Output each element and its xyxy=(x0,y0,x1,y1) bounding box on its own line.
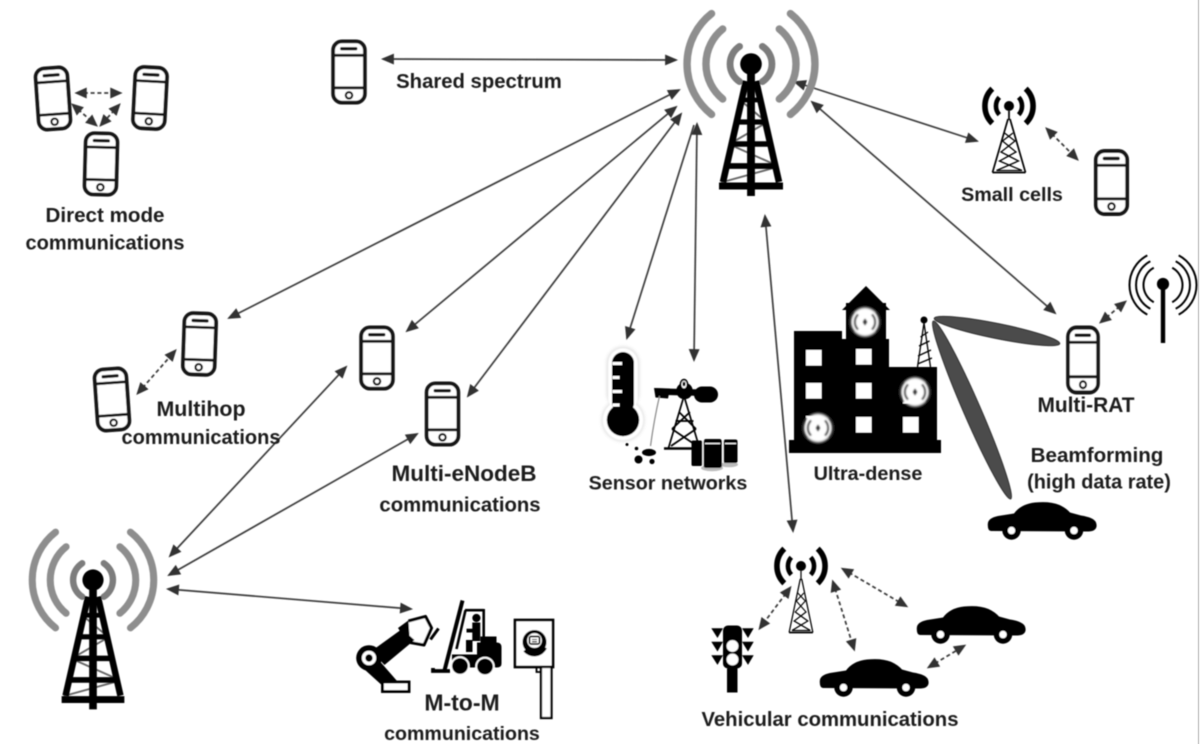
svg-text:Shared spectrum: Shared spectrum xyxy=(396,71,562,93)
svg-text:Small cells: Small cells xyxy=(961,184,1063,206)
svg-text:Ultra-dense: Ultra-dense xyxy=(814,463,923,485)
svg-text:M-to-M: M-to-M xyxy=(424,690,499,716)
svg-text:Sensor networks: Sensor networks xyxy=(589,473,748,495)
svg-text:communications: communications xyxy=(384,723,540,744)
svg-text:Beamforming: Beamforming xyxy=(1031,444,1164,467)
svg-text:Multihop: Multihop xyxy=(156,397,245,421)
svg-text:communications: communications xyxy=(122,427,281,449)
svg-text:communications: communications xyxy=(26,233,185,255)
svg-text:Direct mode: Direct mode xyxy=(45,204,164,227)
svg-text:(high data rate): (high data rate) xyxy=(1027,472,1171,494)
svg-text:Vehicular communications: Vehicular communications xyxy=(702,709,959,731)
svg-text:communications: communications xyxy=(379,495,540,517)
svg-text:Multi-RAT: Multi-RAT xyxy=(1037,394,1134,417)
svg-text:Multi-eNodeB: Multi-eNodeB xyxy=(392,461,537,486)
